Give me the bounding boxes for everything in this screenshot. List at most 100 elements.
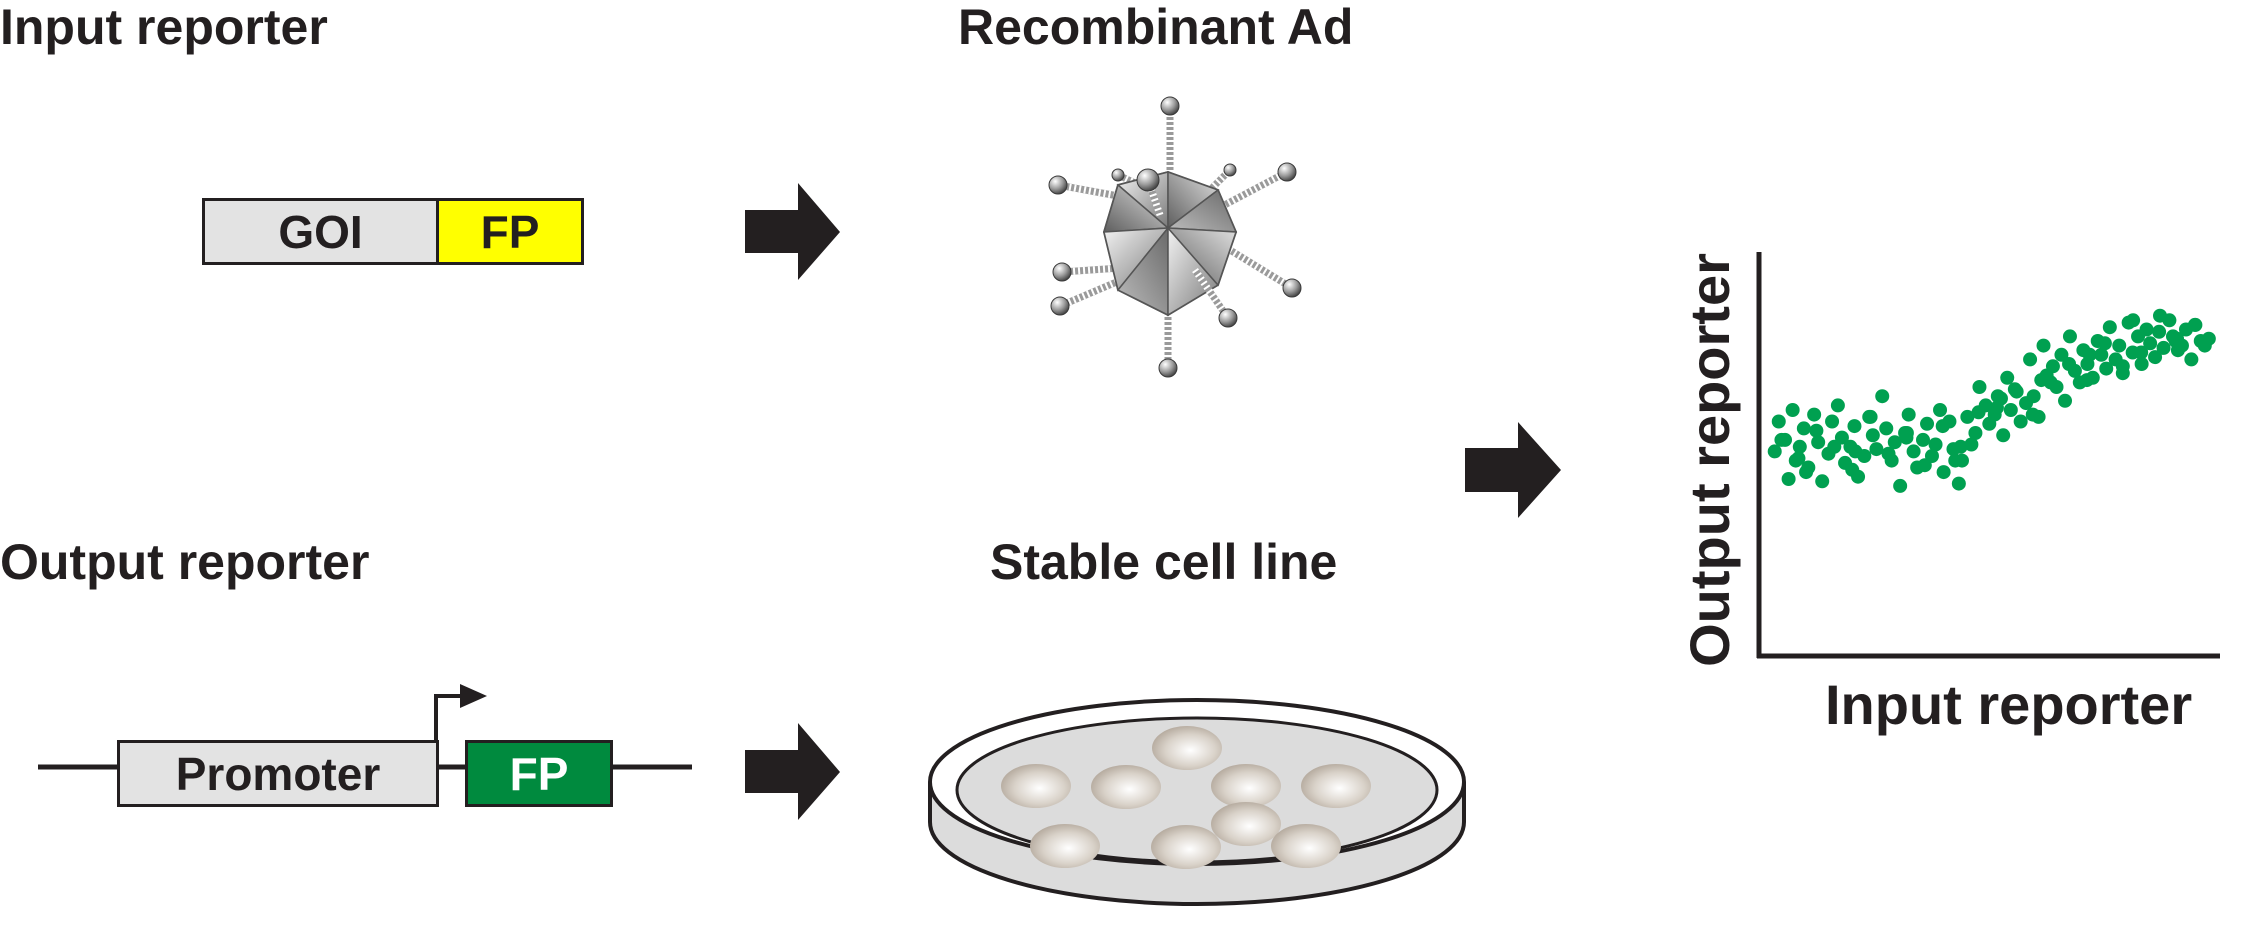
scatter-point: [2007, 382, 2022, 397]
scatter-point: [1827, 439, 1842, 454]
output-reporter-title: Output reporter: [0, 534, 370, 590]
scatter-point: [2148, 350, 2163, 365]
scatter-point: [1917, 458, 1932, 473]
scatter-point: [2034, 373, 2049, 388]
scatter-point: [1799, 465, 1814, 480]
scatter-point: [1863, 409, 1878, 424]
scatter-point: [2184, 352, 2199, 367]
scatter-point: [2134, 357, 2149, 371]
scatter-point: [2058, 393, 2073, 408]
scatter-point: [1796, 421, 1811, 436]
scatter-point: [1792, 439, 1807, 454]
output-fp-label: FP: [509, 747, 569, 800]
scatter-point: [2025, 407, 2040, 422]
cell-colonies: [1001, 726, 1371, 869]
scatter-point: [1928, 437, 1943, 452]
scatter-point: [2026, 389, 2041, 404]
cell-colony: [1152, 726, 1222, 770]
scatter-point: [1845, 462, 1860, 477]
input-fp-label: FP: [480, 205, 540, 258]
scatter-point: [1916, 432, 1931, 447]
scatter-point: [2126, 313, 2141, 328]
scatter-point: [1815, 474, 1830, 489]
scatter-point: [2094, 347, 2109, 362]
scatter-point: [2139, 322, 2154, 337]
scatter-point: [1993, 391, 2008, 406]
scatter-point: [1901, 407, 1916, 422]
recombinant-ad-title: Recombinant Ad: [958, 0, 1354, 55]
scatter-point: [2023, 352, 2038, 367]
scatter-point: [2156, 340, 2171, 355]
scatter-point: [1971, 405, 1986, 420]
scatter-point: [2168, 334, 2183, 348]
cell-colony: [1301, 764, 1371, 808]
scatter-point: [1847, 419, 1862, 434]
scatter-point: [2062, 329, 2077, 344]
transcription-start-arrow-icon: [434, 684, 487, 740]
scatter-point: [2097, 336, 2112, 351]
cell-colony: [1211, 764, 1281, 808]
cell-colony: [1091, 765, 1161, 809]
scatter-point: [2062, 357, 2077, 371]
scatter-point: [2054, 347, 2069, 362]
scatter-point: [1996, 428, 2011, 443]
scatter-point: [1881, 446, 1896, 461]
goi-segment: GOI: [202, 198, 439, 265]
scatter-point: [1906, 444, 1921, 459]
scatter-point: [1953, 439, 1968, 454]
scatter-point: [2143, 336, 2158, 351]
arrow-right-icon: [745, 183, 840, 280]
scatter-point: [1879, 421, 1894, 436]
scatter-point: [1811, 435, 1826, 450]
promoter-label: Promoter: [175, 747, 381, 800]
scatter-point: [1893, 478, 1908, 493]
scatter-point: [1781, 472, 1796, 486]
scatter-point: [2152, 324, 2167, 339]
scatter-point: [1964, 437, 1979, 452]
input-reporter-title: Input reporter: [0, 0, 328, 55]
scatter-point: [1935, 419, 1950, 434]
scatter-point: [1899, 426, 1914, 440]
scatter-point: [1825, 414, 1840, 429]
arrow-right-icon: [745, 723, 840, 820]
scatter-point: [2045, 359, 2060, 374]
scatter-point: [1834, 430, 1849, 445]
scatter-plot: [1756, 252, 2220, 659]
y-axis-label: Output reporter: [1678, 253, 1741, 667]
scatter-point: [1960, 409, 1975, 424]
scatter-point: [1936, 465, 1951, 480]
scatter-point: [1791, 451, 1806, 466]
scatter-point: [1774, 432, 1789, 447]
scatter-point: [1869, 442, 1884, 457]
scatter-point: [2013, 414, 2028, 429]
scatter-point: [2036, 338, 2051, 353]
x-axis-label: Input reporter: [1825, 673, 2193, 736]
arrow-right-icon: [1465, 422, 1561, 518]
scatter-point: [1809, 423, 1824, 438]
scatter-point: [2187, 317, 2202, 332]
scatter-point: [1785, 403, 1800, 417]
scatter-point: [1920, 416, 1935, 431]
scatter-point: [1933, 403, 1948, 417]
scatter-point: [1830, 398, 1845, 413]
cell-colony: [1211, 802, 1281, 846]
scatter-point: [1875, 389, 1890, 404]
scatter-point: [1968, 426, 1983, 440]
scatter-point: [2102, 320, 2117, 335]
scatter-point: [2201, 331, 2216, 346]
cell-colony: [1030, 824, 1100, 868]
cell-colony: [1151, 825, 1221, 869]
scatter-point: [2134, 345, 2149, 360]
scatter-point: [1972, 380, 1987, 394]
goi-label: GOI: [278, 205, 363, 258]
scatter-point: [1767, 444, 1782, 459]
promoter-segment: Promoter: [117, 740, 439, 807]
scatter-point: [1948, 453, 1963, 468]
scatter-point: [1887, 435, 1902, 450]
cell-colony: [1001, 764, 1071, 808]
scatter-point: [2162, 313, 2177, 328]
scatter-point: [2003, 403, 2018, 417]
adenovirus-particle-icon: [1048, 96, 1302, 378]
scatter-point: [2082, 347, 2097, 362]
